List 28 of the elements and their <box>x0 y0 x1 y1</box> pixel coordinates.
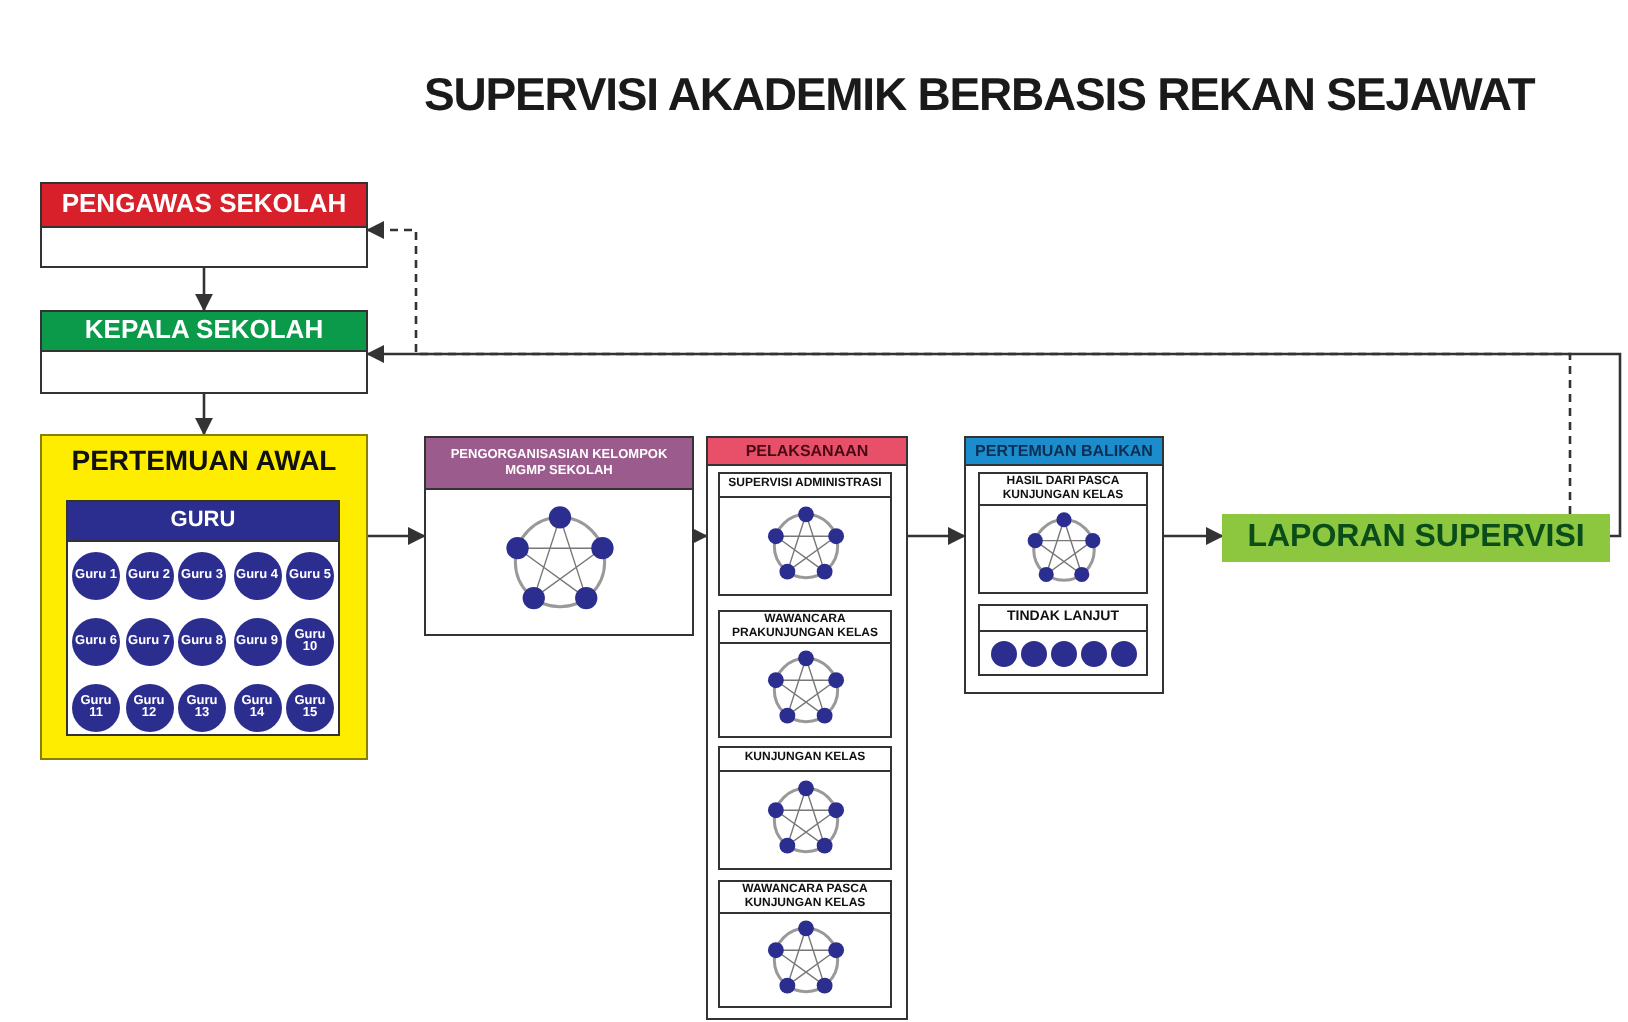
result-bar: LAPORAN SUPERVISI <box>1222 514 1610 562</box>
process-box <box>964 436 1164 694</box>
arrow <box>366 220 1572 514</box>
process-box <box>424 436 694 636</box>
arrow <box>368 526 426 546</box>
group-panel <box>40 434 368 760</box>
process-box <box>66 500 340 736</box>
box-heading: PELAKSANAAN <box>708 438 906 466</box>
box-heading: PERTEMUAN BALIKAN <box>966 438 1162 466</box>
diagram-title: SUPERVISI AKADEMIK BERBASIS REKAN SEJAWAT <box>424 68 1537 122</box>
process-box <box>978 604 1148 676</box>
box-heading: GURU <box>68 502 338 542</box>
arrow <box>908 526 966 546</box>
panel-heading: PERTEMUAN AWAL <box>69 444 339 476</box>
process-box <box>718 746 892 870</box>
arrow <box>194 268 214 312</box>
arrow <box>366 344 1622 538</box>
process-box <box>40 182 368 268</box>
arrow <box>194 394 214 436</box>
process-box <box>718 472 892 596</box>
box-heading: PENGAWAS SEKOLAH <box>42 184 366 228</box>
arrow <box>1164 526 1224 546</box>
process-box <box>978 472 1148 594</box>
process-box <box>40 310 368 394</box>
process-box <box>718 880 892 1008</box>
process-box <box>718 610 892 738</box>
process-box <box>706 436 908 1020</box>
box-heading: KEPALA SEKOLAH <box>42 312 366 352</box>
